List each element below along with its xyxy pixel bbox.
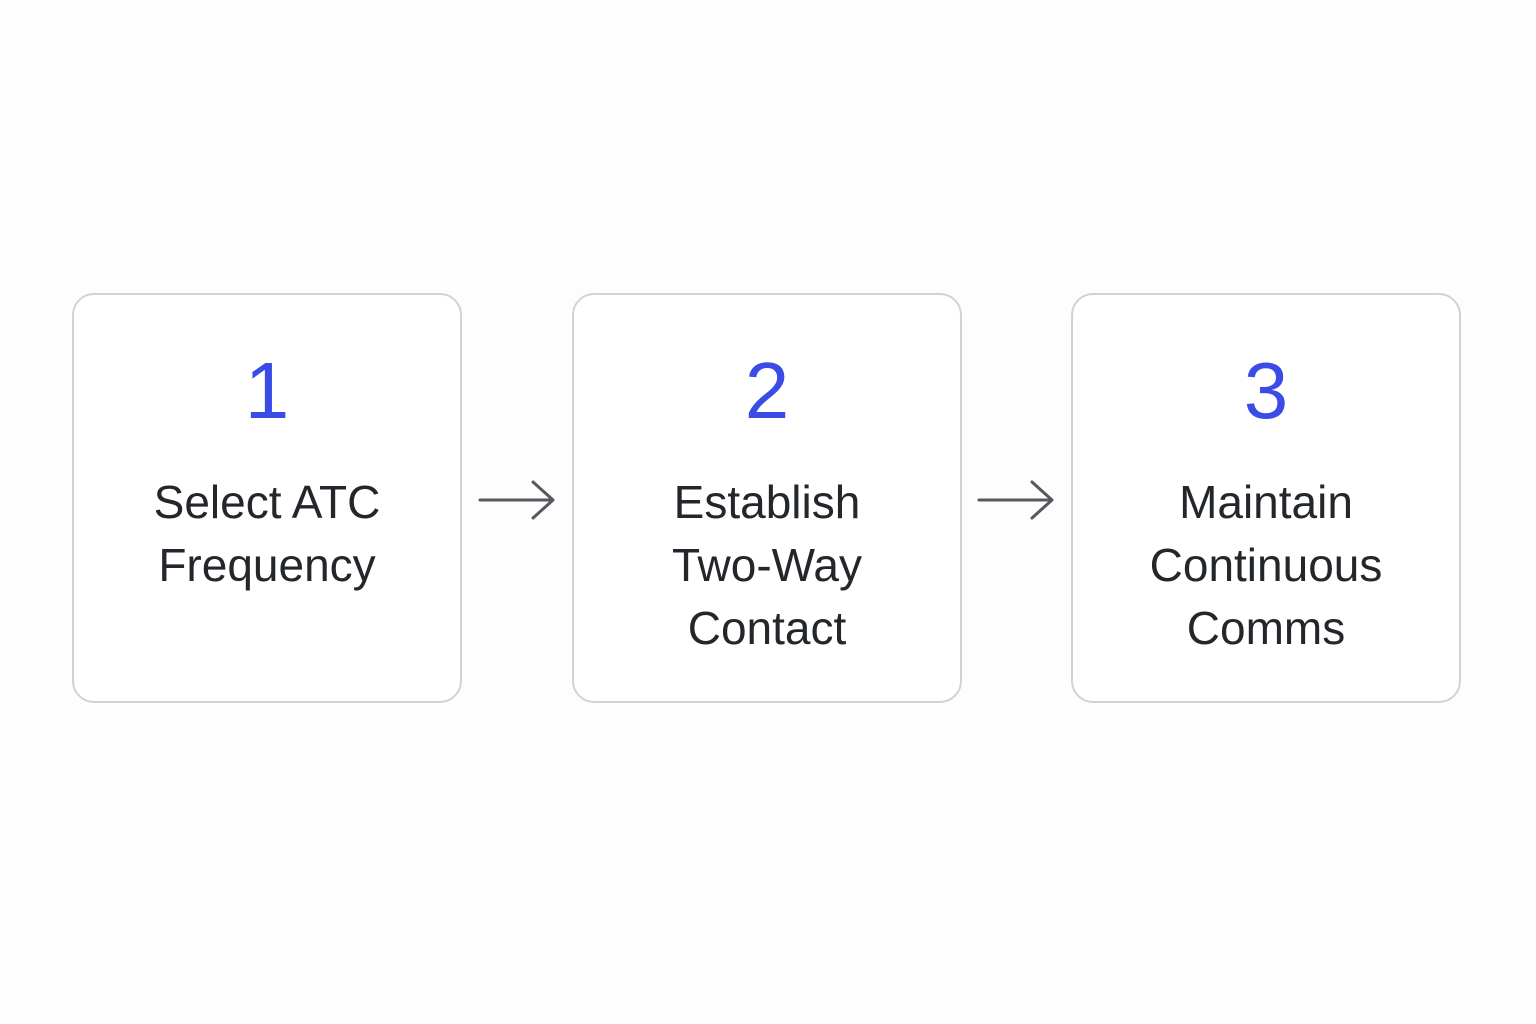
step-label-1: Select ATC Frequency: [74, 471, 460, 597]
step-label-2: Establish Two-Way Contact: [574, 471, 960, 660]
step-label-3: Maintain Continuous Comms: [1073, 471, 1459, 660]
step-card-3: 3 Maintain Continuous Comms: [1071, 293, 1461, 703]
step-label-3-line-2: Continuous: [1149, 539, 1383, 591]
step-label-1-line-2: Frequency: [158, 539, 376, 591]
step-card-2: 2 Establish Two-Way Contact: [572, 293, 962, 703]
step-label-1-line-1: Select ATC: [153, 476, 381, 528]
step-card-1: 1 Select ATC Frequency: [72, 293, 462, 703]
step-label-3-line-3: Comms: [1186, 602, 1346, 654]
step-number-1: 1: [244, 346, 290, 435]
arrow-right-icon: [977, 480, 1054, 520]
step-number-3: 3: [1243, 346, 1289, 435]
step-label-2-line-1: Establish: [673, 476, 861, 528]
step-label-3-line-1: Maintain: [1179, 476, 1353, 528]
step-number-2: 2: [744, 346, 790, 435]
step-label-2-line-2: Two-Way: [672, 539, 862, 591]
arrow-right-icon: [478, 480, 555, 520]
step-label-2-line-3: Contact: [687, 602, 847, 654]
